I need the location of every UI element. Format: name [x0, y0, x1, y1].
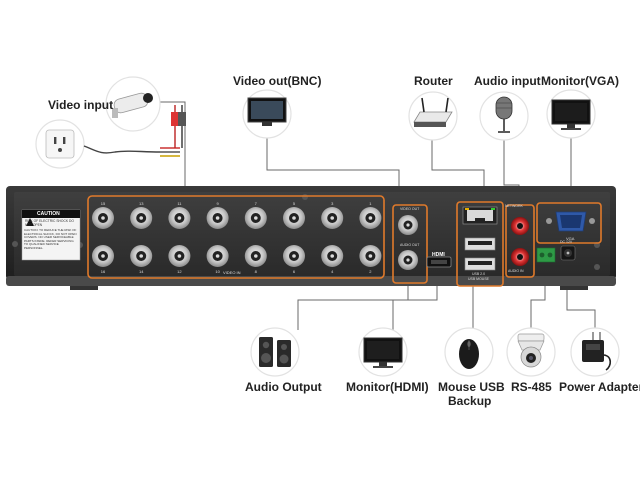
label-rs485: RS-485	[511, 380, 552, 394]
ptz-camera-icon	[506, 327, 556, 377]
bnc-connector: 9	[206, 201, 229, 229]
caution-sub: RISK OF ELECTRIC SHOCK DO NOT OPEN	[25, 219, 74, 227]
power-adapter-icon	[570, 327, 620, 377]
label-video-out-bnc: Video out(BNC)	[233, 74, 322, 88]
bnc-channel-number: 10	[215, 269, 220, 274]
bnc-channel-number: 7	[255, 201, 258, 206]
video-in-label: VIDEO IN	[223, 270, 241, 275]
dc-jack	[560, 245, 576, 261]
bnc-channel-number: 8	[255, 269, 258, 274]
camera-cable-icon	[83, 105, 186, 157]
bnc-connector: 8	[244, 245, 267, 274]
video-out-highlight	[392, 204, 428, 284]
bnc-connector: 16	[92, 245, 114, 274]
bnc-channel-number: 4	[331, 269, 334, 274]
bnc-channel-number: 11	[177, 201, 182, 206]
bnc-channel-number: 15	[101, 201, 106, 206]
network-usb-highlight	[456, 201, 504, 287]
bnc-channel-number: 9	[216, 201, 219, 206]
bnc-channel-number: 12	[177, 269, 182, 274]
power-outlet-icon	[35, 119, 85, 169]
audio-out-connector	[398, 250, 418, 270]
bnc-connector: 12	[168, 245, 191, 274]
label-monitor-hdmi: Monitor(HDMI)	[346, 380, 429, 394]
bnc-channel-number: 5	[293, 201, 296, 206]
rs485-terminal	[536, 247, 556, 263]
network-label: NETWORK	[505, 204, 523, 208]
bnc-connector: 11	[168, 201, 191, 229]
vga-highlight	[536, 202, 602, 244]
vga-port	[546, 211, 595, 232]
audio-out-label: AUDIO OUT	[400, 243, 420, 247]
screw	[302, 194, 308, 200]
screw	[594, 264, 600, 270]
vga-monitor-icon	[546, 89, 596, 139]
label-monitor-vga: Monitor(VGA)	[541, 74, 619, 88]
bnc-connector: 14	[130, 245, 153, 274]
bnc-connector: 3	[321, 201, 344, 229]
bnc-connector: 2	[359, 245, 382, 274]
bnc-connector: 10	[206, 245, 229, 274]
vga-label: VGA	[566, 236, 575, 241]
label-video-input: Video input	[48, 98, 114, 112]
microphone-icon	[479, 91, 529, 141]
router-icon	[408, 91, 458, 141]
camera-icon	[105, 76, 161, 132]
bnc-connector: 13	[130, 201, 153, 229]
bnc-channel-number: 2	[369, 269, 372, 274]
audio-in-jack-2	[511, 248, 529, 266]
label-power-adapter: Power Adapter	[559, 380, 640, 394]
label-audio-input: Audio input	[474, 74, 541, 88]
mouse-icon	[444, 327, 494, 377]
bnc-connector: 15	[92, 201, 114, 229]
label-backup: Backup	[448, 394, 492, 408]
dc-label: DC 12V	[560, 240, 573, 244]
caution-title: CAUTION	[37, 211, 60, 217]
bnc-connector: 6	[283, 245, 305, 274]
audio-in-label: AUDIO IN	[508, 269, 524, 273]
bnc-connector: 4	[321, 245, 344, 274]
bnc-channel-number: 14	[139, 269, 144, 274]
video-out-connector	[398, 215, 418, 235]
line-video-input	[160, 101, 186, 196]
audio-in-jack	[511, 217, 529, 235]
bnc-channel-number: 1	[369, 201, 372, 206]
screw	[12, 241, 18, 247]
bnc-connector: 5	[283, 201, 305, 229]
usb-mouse-label: USB MOUSE	[468, 277, 490, 281]
video-out-label: VIDEO OUT	[400, 207, 420, 211]
audio-in-highlight	[505, 204, 535, 278]
dvr-chassis	[6, 186, 616, 290]
label-audio-output: Audio Output	[245, 380, 322, 394]
hdmi-label: HDMI	[432, 252, 445, 258]
video-in-highlight	[87, 195, 385, 279]
hdmi-monitor-icon	[358, 327, 408, 377]
bnc-channel-number: 6	[293, 269, 296, 274]
label-mouse-usb: Mouse USB	[438, 380, 505, 394]
bnc-connector: 1	[359, 201, 382, 229]
label-router: Router	[414, 74, 453, 88]
caution-label	[21, 209, 81, 261]
caution-text: CAUTION: TO REDUCE THE RISK OF ELECTRICA…	[24, 228, 77, 250]
rj45-port	[462, 206, 498, 225]
bnc-connector: 7	[244, 201, 267, 229]
hdmi-port	[426, 256, 452, 268]
usb-label: USB 2.0	[472, 272, 486, 276]
bnc-channel-number: 3	[331, 201, 334, 206]
bnc-channel-number: 16	[101, 269, 106, 274]
speakers-icon	[250, 327, 300, 377]
bnc-channel-number: 13	[139, 201, 144, 206]
bnc-inputs: 15 13 11 9 7 5 3 1 16 14 12 10 8 6 4 2	[92, 201, 382, 274]
video-out-monitor-icon	[242, 89, 292, 139]
usb-ports	[464, 237, 496, 271]
